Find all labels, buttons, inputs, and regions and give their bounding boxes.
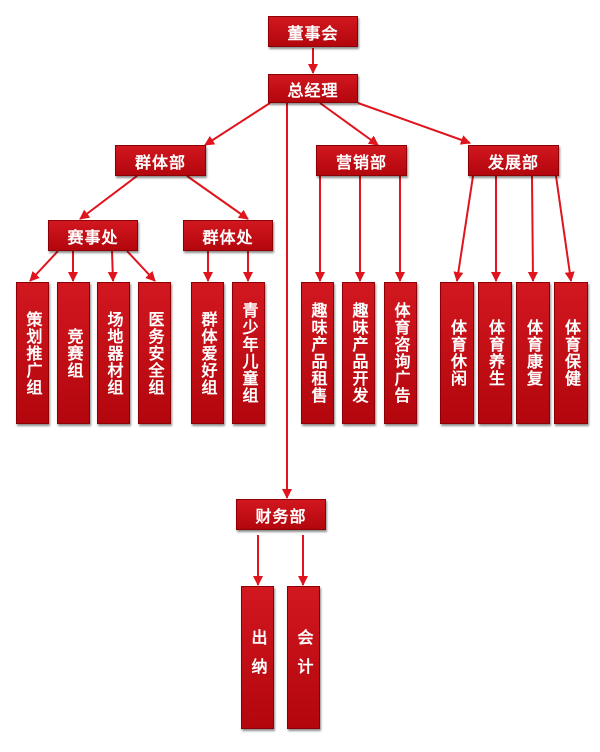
youth-team-node: 青少年儿童组	[232, 282, 265, 424]
arrow-group-office	[186, 175, 249, 220]
arrow-gm-development	[357, 102, 471, 145]
marketing-department-node: 营销部	[316, 145, 407, 176]
arrow-gm-group	[204, 102, 271, 146]
arrow-event-planning	[29, 250, 59, 282]
cashier-team-node: 出纳	[241, 586, 274, 729]
finance-department-node: 财务部	[236, 499, 326, 530]
event-office-node: 赛事处	[48, 220, 138, 251]
general-manager-node: 总经理	[268, 74, 358, 103]
rental-team-node: 趣味产品租售	[301, 282, 334, 424]
enthusiast-team-node: 群体爱好组	[191, 282, 224, 424]
arrow-dev-rehab	[527, 175, 538, 282]
leisure-team-node: 体育休闲	[440, 282, 474, 424]
arrow-dev-care	[555, 175, 575, 282]
group-office-node: 群体处	[183, 220, 273, 251]
development-department-node: 发展部	[468, 145, 559, 176]
product-dev-team-node: 趣味产品开发	[342, 282, 375, 424]
arrow-gm-marketing	[319, 102, 379, 146]
arrow-dev-leisure	[453, 175, 474, 282]
planning-team-node: 策划推广组	[16, 282, 49, 424]
rehab-team-node: 体育康复	[516, 282, 550, 424]
competition-team-node: 竞赛组	[57, 282, 90, 424]
care-team-node: 体育保健	[554, 282, 588, 424]
board-node: 董事会	[268, 16, 358, 47]
venue-team-node: 场地器材组	[97, 282, 130, 424]
ads-team-node: 体育咨询广告	[384, 282, 417, 424]
arrow-event-venue	[107, 250, 118, 282]
group-department-node: 群体部	[115, 145, 206, 176]
accounting-team-node: 会计	[287, 586, 320, 729]
medical-team-node: 医务安全组	[138, 282, 171, 424]
arrow-group-event	[79, 175, 138, 220]
health-team-node: 体育养生	[478, 282, 512, 424]
arrow-event-medical	[126, 250, 156, 282]
